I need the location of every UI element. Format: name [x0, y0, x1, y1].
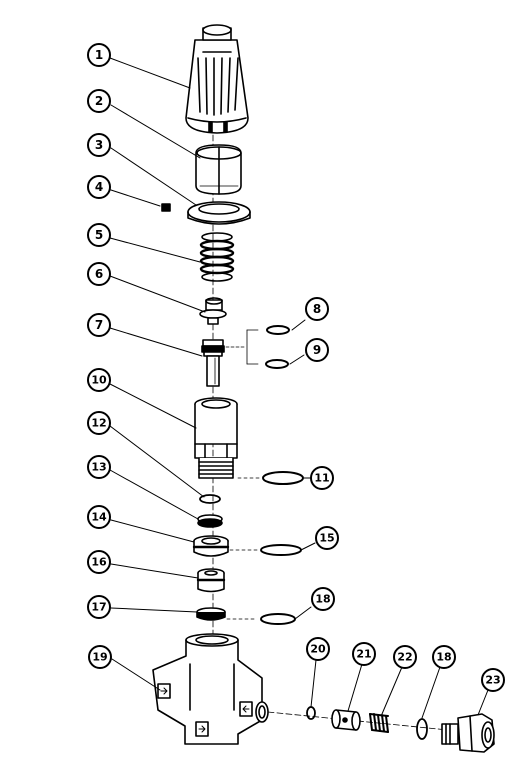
svg-text:13: 13 — [91, 461, 106, 474]
svg-text:11: 11 — [314, 472, 329, 485]
part-16-valve-insert — [196, 568, 226, 593]
callout-11: 11 — [310, 466, 334, 490]
part-5-spring — [199, 232, 235, 282]
part-18-o-ring — [260, 613, 296, 625]
callout-3: 3 — [87, 133, 111, 157]
svg-text:18: 18 — [436, 651, 451, 664]
part-4-set-screw — [161, 203, 171, 212]
svg-text:17: 17 — [91, 601, 106, 614]
callout-18: 18 — [311, 587, 335, 611]
svg-text:9: 9 — [313, 343, 321, 357]
svg-text:20: 20 — [310, 643, 326, 656]
part-18b-o-ring — [416, 718, 428, 740]
callout-5: 5 — [87, 223, 111, 247]
part-11-o-ring — [262, 471, 304, 485]
part-13-seat — [197, 514, 223, 528]
part-23-inlet-fitting — [441, 713, 495, 753]
svg-text:8: 8 — [313, 302, 321, 316]
part-21-check-valve — [331, 709, 361, 731]
part-10-valve-body — [194, 397, 238, 479]
callout-22: 22 — [393, 645, 417, 669]
callout-23: 23 — [481, 668, 505, 692]
callout-12: 12 — [87, 411, 111, 435]
callout-15: 15 — [315, 526, 339, 550]
part-17-ring — [196, 607, 226, 621]
svg-text:2: 2 — [95, 94, 103, 108]
part-2-cap — [195, 144, 242, 195]
svg-text:6: 6 — [95, 267, 103, 281]
callout-13: 13 — [87, 455, 111, 479]
part-1-adjusting-knob — [185, 24, 249, 134]
callout-leader-lines — [109, 57, 489, 719]
svg-text:3: 3 — [95, 138, 103, 152]
svg-text:4: 4 — [95, 180, 103, 194]
callout-4: 4 — [87, 175, 111, 199]
part-7-piston — [201, 339, 225, 387]
part-8-o-ring — [266, 325, 290, 335]
svg-text:23: 23 — [485, 674, 500, 687]
part-3-lock-nut — [187, 201, 251, 225]
part-12-washer — [199, 494, 221, 504]
callout-1: 1 — [87, 43, 111, 67]
callout-21: 21 — [352, 642, 376, 666]
callout-6: 6 — [87, 262, 111, 286]
callout-16: 16 — [87, 550, 111, 574]
part-22-spring — [369, 713, 389, 733]
o-ring-leader-bracket — [225, 329, 259, 365]
callout-7: 7 — [87, 313, 111, 337]
svg-text:21: 21 — [356, 648, 371, 661]
part-20-o-ring — [306, 706, 316, 720]
svg-text:19: 19 — [92, 651, 107, 664]
callout-20: 20 — [306, 637, 330, 661]
svg-text:1: 1 — [95, 48, 103, 62]
svg-text:5: 5 — [95, 228, 103, 242]
callout-8: 8 — [305, 297, 329, 321]
svg-text:7: 7 — [95, 318, 103, 332]
svg-text:18: 18 — [315, 593, 330, 606]
callout-10: 10 — [87, 368, 111, 392]
callout-9: 9 — [305, 338, 329, 362]
part-14-cartridge — [192, 535, 230, 557]
callout-17: 17 — [87, 595, 111, 619]
svg-text:22: 22 — [397, 651, 412, 664]
callout-14: 14 — [87, 505, 111, 529]
callout-2: 2 — [87, 89, 111, 113]
svg-text:10: 10 — [91, 374, 107, 387]
callout-19: 19 — [88, 645, 112, 669]
part-9-o-ring — [265, 359, 289, 369]
part-6-spring-seat — [199, 297, 227, 325]
svg-text:15: 15 — [319, 532, 334, 545]
part-19-manifold-body — [152, 633, 269, 745]
svg-text:12: 12 — [91, 417, 106, 430]
svg-text:16: 16 — [91, 556, 107, 569]
callout-18b: 18 — [432, 645, 456, 669]
part-15-o-ring — [260, 544, 302, 556]
svg-text:14: 14 — [91, 511, 107, 524]
